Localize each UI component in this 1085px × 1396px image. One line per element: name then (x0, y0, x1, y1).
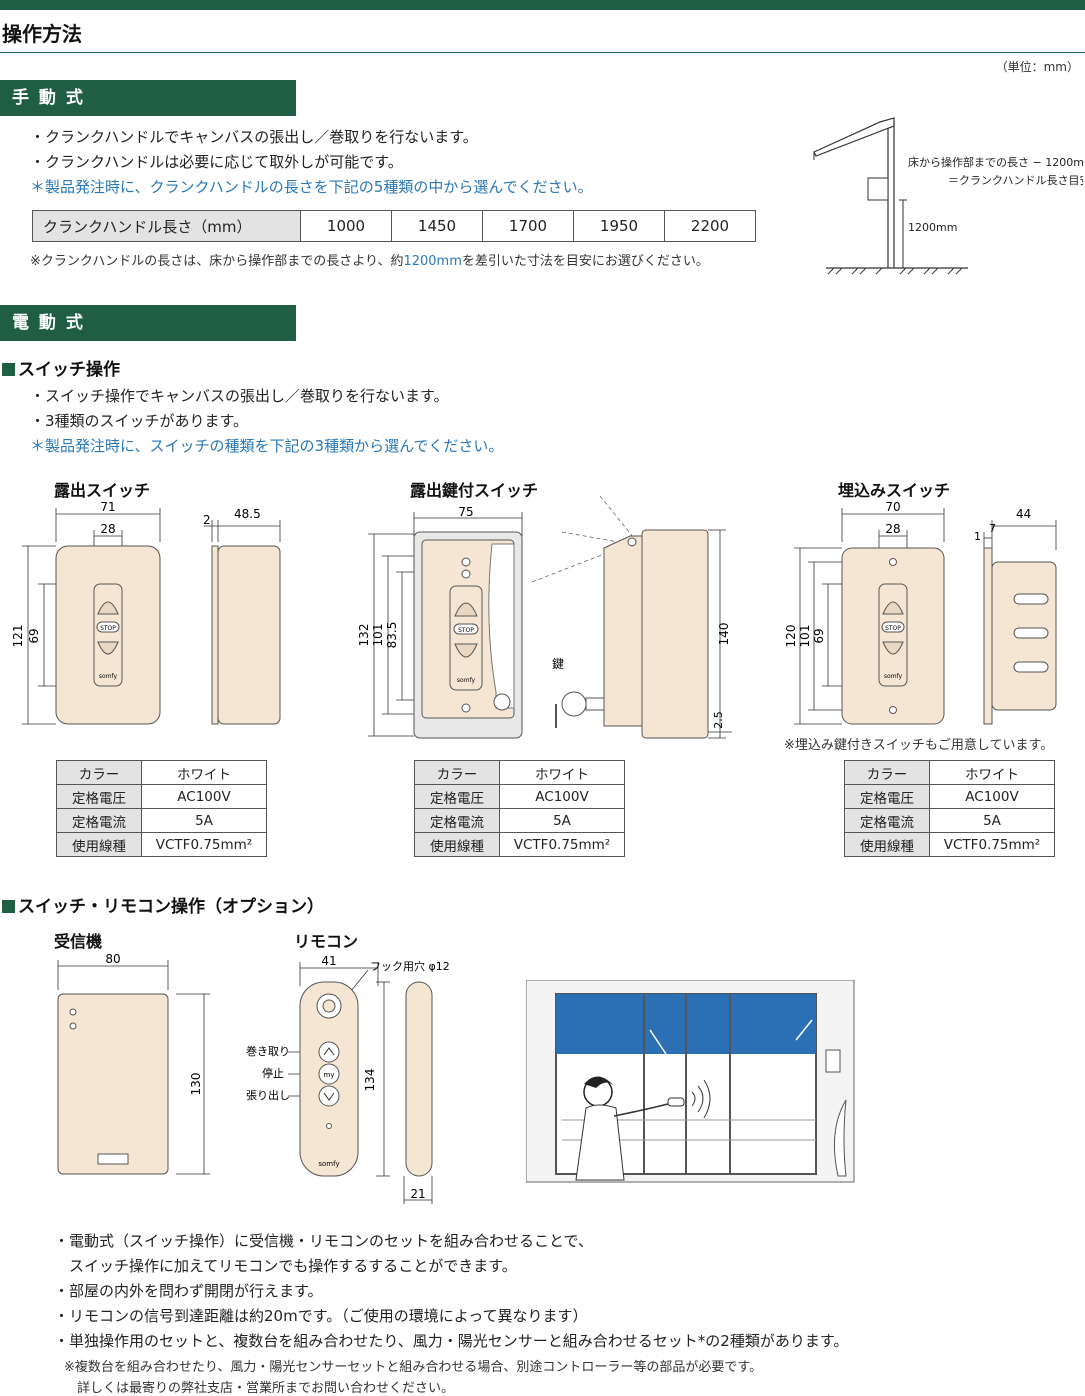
svg-text:21: 21 (410, 1187, 425, 1201)
svg-text:somfy: somfy (318, 1160, 339, 1168)
svg-text:132: 132 (357, 624, 371, 647)
switch-heading: スイッチ操作 (2, 355, 120, 380)
keyed-switch-drawing: 75 132 101 83.5 140 2.5 鍵 STOP somfy (357, 495, 732, 739)
diagram-height-label: 1200mm (908, 221, 957, 234)
crank-length-option: 2200 (664, 210, 756, 242)
diagram-formula-label: 床から操作部までの長さ − 1200mm (908, 155, 1083, 169)
electric-section-header: 電 動 式 (0, 305, 296, 341)
crank-length-option: 1450 (391, 210, 483, 242)
remote-bullet: ・単独操作用のセットと、複数台を組み合わせたり、風力・陽光センサーと組み合わせる… (54, 1332, 849, 1350)
remote-heading: スイッチ・リモコン操作（オプション） (2, 892, 324, 917)
svg-text:101: 101 (798, 625, 812, 648)
remote-title: リモコン (294, 932, 359, 951)
remote-extend-label: 張り出し (246, 1088, 290, 1102)
title-divider (0, 52, 1085, 53)
remote-note: ※複数台を組み合わせたり、風力・陽光センサーセットと組み合わせる場合、別途コント… (64, 1360, 763, 1375)
crank-table-header: クランクハンドル長さ（mm） (32, 210, 301, 242)
svg-text:69: 69 (812, 628, 826, 643)
hook-hole-label: フック用穴 φ12 (370, 959, 450, 973)
svg-text:STOP: STOP (100, 625, 116, 632)
svg-text:140: 140 (717, 623, 731, 646)
svg-text:2.5: 2.5 (712, 711, 725, 729)
diagram-formula-label-2: ＝クランクハンドル長さ目安 (948, 173, 1083, 187)
receiver-drawing: 80 130 (57, 952, 210, 1175)
svg-text:75: 75 (458, 505, 473, 519)
svg-text:48.5: 48.5 (234, 507, 261, 521)
remote-bullet: ・電動式（スイッチ操作）に受信機・リモコンのセットを組み合わせることで、 (54, 1232, 593, 1250)
svg-text:41: 41 (321, 954, 336, 968)
svg-text:134: 134 (363, 1069, 377, 1092)
crank-length-table: クランクハンドル長さ（mm） 1000 1450 1700 1950 2200 (32, 210, 756, 242)
crank-footnote-highlight: 1200mm (403, 254, 462, 269)
crank-length-option: 1000 (300, 210, 392, 242)
svg-text:28: 28 (100, 522, 115, 536)
room-illustration (526, 980, 855, 1183)
svg-text:101: 101 (371, 624, 385, 647)
exposed-switch-drawing: 71 28 2 48.5 121 69 STOP somfy (11, 502, 281, 725)
remote-bullet: スイッチ操作に加えてリモコンでも操作するすることができます。 (54, 1257, 517, 1275)
awning-height-diagram: 床から操作部までの長さ − 1200mm ＝クランクハンドル長さ目安 1200m… (813, 117, 1083, 275)
switch-title: 埋込みスイッチ (838, 481, 951, 500)
svg-text:somfy: somfy (884, 673, 903, 680)
svg-text:my: my (324, 1071, 335, 1079)
page-title: 操作方法 (2, 22, 82, 46)
svg-text:2: 2 (203, 513, 211, 527)
svg-text:44: 44 (1016, 507, 1031, 521)
switch-bullet: ・3種類のスイッチがあります。 (30, 412, 249, 430)
manual-bullet: ・クランクハンドルは必要に応じて取外しが可能です。 (30, 153, 403, 171)
svg-text:120: 120 (784, 625, 798, 648)
svg-text:7: 7 (989, 522, 996, 535)
svg-text:130: 130 (189, 1073, 203, 1096)
svg-text:28: 28 (885, 522, 900, 536)
svg-text:70: 70 (885, 502, 900, 514)
remote-bullet: ・部屋の内外を問わず開閉が行えます。 (54, 1282, 323, 1300)
crank-length-option: 1950 (573, 210, 665, 242)
remote-note: 詳しくは最寄りの弊社支店・営業所までお問い合わせください。 (64, 1381, 455, 1396)
manual-section-header: 手 動 式 (0, 80, 296, 116)
svg-text:80: 80 (105, 952, 120, 966)
heading-square-icon (2, 363, 15, 376)
top-accent-bar (0, 0, 1085, 10)
remote-retract-label: 巻き取り (246, 1045, 290, 1058)
remote-bullet: ・リモコンの信号到達距離は約20mです。（ご使用の環境によって異なります） (54, 1307, 588, 1325)
flush-switch-drawing: 70 28 1 7 44 120 101 69 STOP somfy (784, 502, 1057, 725)
svg-text:somfy: somfy (99, 673, 118, 680)
remote-drawing: 41 フック用穴 φ12 134 21 巻き取り 停止 張り出し my somf… (246, 954, 450, 1204)
svg-text:1: 1 (974, 530, 981, 543)
heading-square-icon (2, 900, 15, 913)
receiver-title: 受信機 (54, 932, 103, 951)
svg-text:somfy: somfy (457, 677, 476, 684)
svg-text:83.5: 83.5 (385, 622, 399, 649)
switch-bullet: ・スイッチ操作でキャンバスの張出し／巻取りを行ないます。 (30, 387, 449, 405)
svg-text:STOP: STOP (885, 625, 901, 632)
crank-length-option: 1700 (482, 210, 574, 242)
key-label: 鍵 (552, 656, 564, 671)
svg-text:69: 69 (27, 628, 41, 643)
switch-notice: ＊製品発注時に、スイッチの種類を下記の3種類から選んでください。 (30, 437, 504, 455)
manual-notice: ＊製品発注時に、クランクハンドルの長さを下記の5種類の中から選んでください。 (30, 178, 593, 196)
flush-switch-note: ※埋込み鍵付きスイッチもご用意しています。 (784, 738, 1054, 753)
svg-text:71: 71 (100, 502, 115, 514)
manual-bullet: ・クランクハンドルでキャンバスの張出し／巻取りを行ないます。 (30, 128, 478, 146)
switch-title: 露出スイッチ (54, 481, 151, 500)
switch-title: 露出鍵付スイッチ (410, 481, 539, 500)
svg-text:STOP: STOP (458, 627, 474, 634)
remote-stop-label: 停止 (262, 1066, 284, 1080)
svg-text:121: 121 (11, 625, 25, 648)
crank-footnote: ※クランクハンドルの長さは、床から操作部までの長さより、約1200mmを差引いた… (30, 254, 709, 269)
unit-label: （単位：mm） (995, 60, 1079, 74)
